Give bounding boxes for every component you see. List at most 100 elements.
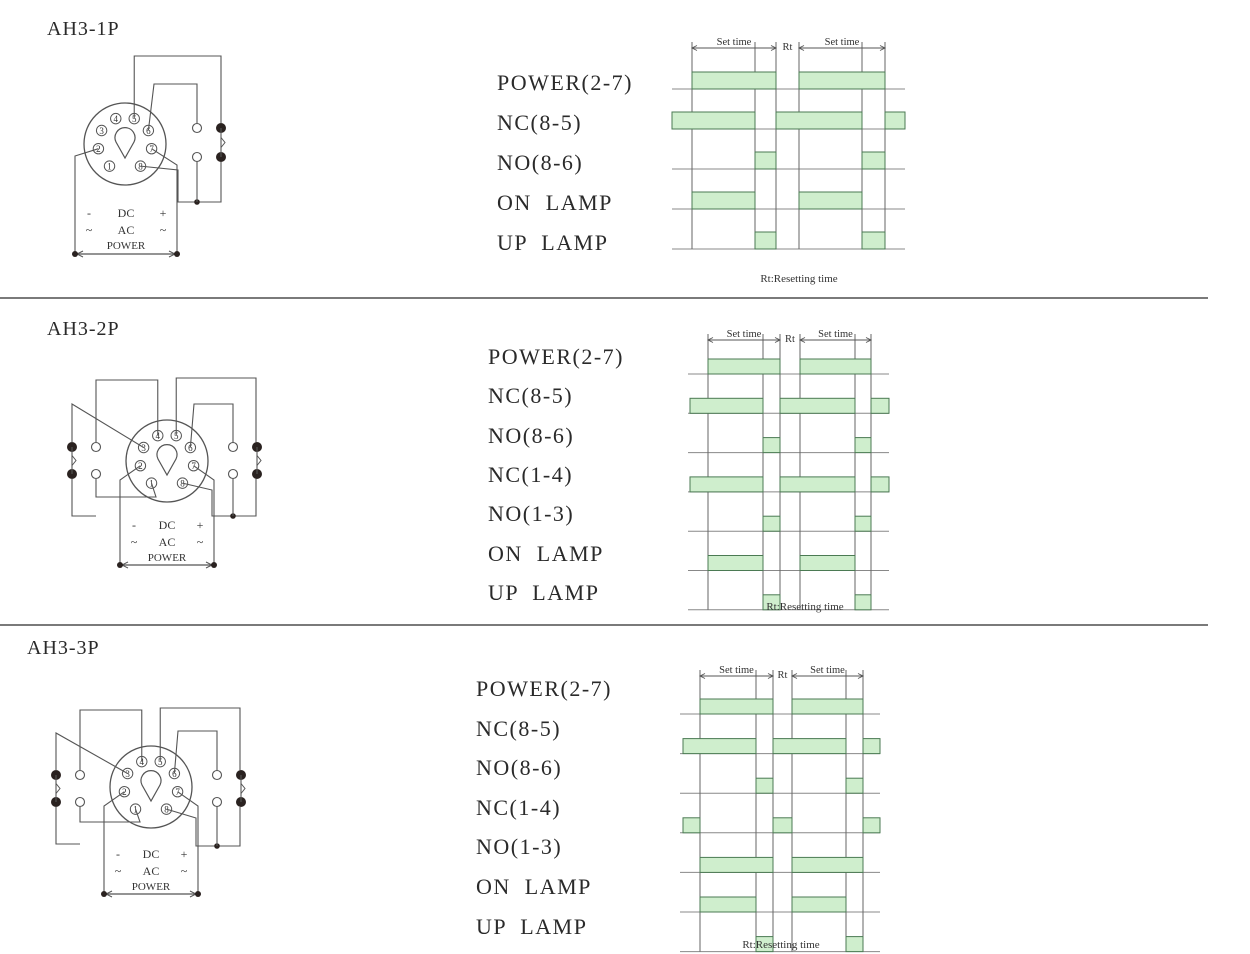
pin-number: 5 xyxy=(132,114,137,124)
set-time-label: Set time xyxy=(810,665,845,676)
signal-label: NC(1-4) xyxy=(476,794,562,820)
ac-tilde: ~ xyxy=(86,223,93,237)
socket-key xyxy=(140,770,162,803)
pin-circle xyxy=(103,160,116,172)
pulse xyxy=(691,191,756,210)
wire xyxy=(166,807,241,847)
rt-label: Rt xyxy=(785,334,795,345)
dc-label: DC xyxy=(143,847,160,861)
signal-label: NC(8-5) xyxy=(476,715,562,741)
signal-label: NC(8-5) xyxy=(488,383,574,409)
dimension-arrow xyxy=(706,337,782,343)
pin-number: 5 xyxy=(174,431,179,441)
socket-outline xyxy=(125,419,209,503)
pulse xyxy=(689,397,764,414)
pin-circle xyxy=(95,124,108,137)
pulse xyxy=(707,555,764,571)
contact-arrow xyxy=(71,455,77,466)
ac-tilde: ~ xyxy=(131,535,138,549)
pulse xyxy=(682,817,701,834)
pulse xyxy=(772,738,847,755)
pin-number: 3 xyxy=(141,443,146,453)
power-label: POWER xyxy=(148,552,187,564)
section-divider xyxy=(0,297,1208,299)
pulse xyxy=(755,777,774,794)
section-divider xyxy=(0,624,1208,626)
signal-label: NC(1-4) xyxy=(488,461,574,487)
pulse xyxy=(884,111,906,130)
power-node xyxy=(72,251,78,257)
pulse xyxy=(861,231,886,250)
pulse xyxy=(754,151,777,170)
pulse xyxy=(854,594,872,611)
pulse xyxy=(699,698,774,715)
wire xyxy=(95,379,159,442)
section-title: AH3-1P xyxy=(47,18,120,40)
wire xyxy=(95,479,157,498)
socket-key xyxy=(156,444,178,477)
pin-number: 6 xyxy=(146,126,151,136)
signal-label: NO(8-6) xyxy=(488,422,575,448)
wire xyxy=(74,148,99,254)
ac-tilde: ~ xyxy=(160,223,167,237)
signal-label: NO(8-6) xyxy=(497,150,584,175)
ac-label: AC xyxy=(159,535,176,549)
pin-number: 4 xyxy=(156,431,161,441)
pulse xyxy=(691,71,777,90)
pulse xyxy=(862,817,881,834)
dimension-arrow xyxy=(698,673,775,679)
contact-arrow xyxy=(55,783,61,794)
resetting-time-note: Rt:Resetting time xyxy=(766,601,843,613)
wire xyxy=(79,709,143,770)
wire xyxy=(133,55,222,123)
signal-label: ON LAMP xyxy=(476,874,592,899)
terminal-open xyxy=(90,468,102,480)
contact-arrow xyxy=(240,783,246,794)
set-time-label: Set time xyxy=(717,37,752,48)
dc-minus: - xyxy=(132,518,136,532)
power-node xyxy=(117,562,123,568)
section-title: AH3-2P xyxy=(47,318,120,340)
signal-label: NO(1-3) xyxy=(488,501,575,527)
pulse xyxy=(798,71,886,90)
wire xyxy=(189,403,234,448)
signal-label: POWER(2-7) xyxy=(497,70,633,95)
power-node xyxy=(101,891,107,897)
power-node xyxy=(211,562,217,568)
set-time-label: Set time xyxy=(825,37,860,48)
socket-outline xyxy=(109,745,193,829)
pulse xyxy=(779,476,856,493)
wire xyxy=(71,478,96,517)
signal-label: POWER(2-7) xyxy=(488,344,624,369)
set-time-label: Set time xyxy=(818,329,853,340)
contact-arrow xyxy=(256,455,262,466)
pulse xyxy=(791,896,847,913)
pulse xyxy=(699,856,774,873)
pulse xyxy=(779,397,856,414)
dc-minus: - xyxy=(87,206,91,220)
socket-key xyxy=(114,127,136,160)
pin-circle xyxy=(110,112,122,125)
signal-label: NO(8-6) xyxy=(476,755,563,781)
contact-arrow xyxy=(220,137,226,148)
wire xyxy=(175,377,257,442)
pin-number: 5 xyxy=(158,757,163,767)
pulse xyxy=(775,111,863,130)
pulse xyxy=(791,856,864,873)
wire xyxy=(177,791,199,894)
pulse xyxy=(762,515,781,532)
pulse xyxy=(682,738,757,755)
dc-plus: + xyxy=(160,206,167,220)
pulse xyxy=(799,555,856,571)
pulse xyxy=(755,936,774,953)
wire xyxy=(182,479,257,517)
signal-label: NO(1-3) xyxy=(476,834,563,860)
section-title: AH3-3P xyxy=(27,637,100,659)
pulse xyxy=(798,191,863,210)
pulse xyxy=(699,896,757,913)
wire xyxy=(151,148,178,254)
signal-label: POWER(2-7) xyxy=(476,676,612,701)
